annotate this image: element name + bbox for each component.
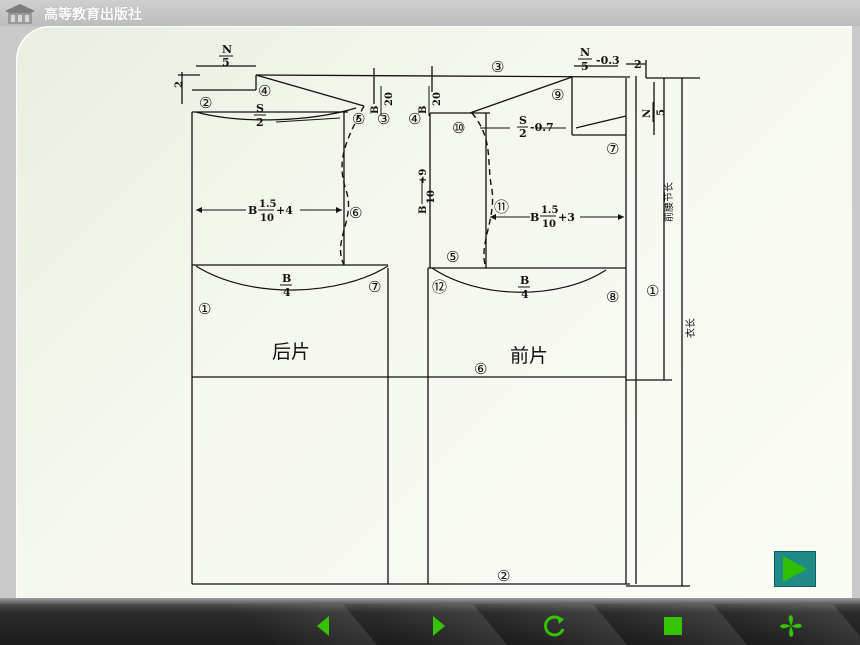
marker-1-right: ① — [646, 282, 659, 300]
label-20-back: 20 — [384, 92, 395, 106]
label-n-front: N — [580, 46, 590, 59]
label-b-back: B — [248, 204, 257, 217]
label-10-mid: 10 — [426, 190, 437, 204]
label-2-front: 2 — [634, 58, 642, 71]
marker-6-back: ⑥ — [349, 204, 362, 222]
label-b20-back: B — [370, 106, 381, 114]
label-2-s-front: 2 — [519, 127, 527, 140]
marker-2-left: ② — [199, 94, 212, 112]
label-plus3: +3 — [558, 211, 575, 224]
label-20-front: 20 — [432, 92, 443, 106]
label-n: N — [222, 43, 232, 56]
label-b4-back: B — [282, 272, 291, 285]
marker-7-front: ⑦ — [606, 140, 619, 158]
next-slide-button[interactable] — [774, 551, 816, 587]
marker-4-front: ④ — [408, 110, 421, 128]
label-b20-front: B — [418, 106, 429, 114]
pattern-diagram: N 5 N 5 -0.3 2 2 S 2 S 2 -0.7 B 1.5 10 +… — [174, 43, 700, 587]
refresh-icon — [544, 615, 565, 637]
play-triangle-icon — [783, 556, 807, 582]
marker-3-top: ③ — [491, 58, 504, 76]
label-s-front: S — [519, 114, 527, 127]
label-2-back: 2 — [174, 81, 185, 88]
label-10-front: 10 — [542, 219, 556, 230]
bottom-toolbar — [0, 598, 860, 645]
marker-8: ⑧ — [606, 288, 619, 306]
label-plus4: +4 — [276, 204, 293, 217]
marker-12: ⑫ — [432, 278, 447, 296]
marker-5-front: ⑤ — [446, 248, 459, 266]
label-5-front: 5 — [581, 60, 589, 73]
marker-6-center: ⑥ — [474, 360, 487, 378]
marker-5-back: ⑤ — [352, 110, 365, 128]
pinwheel-icon — [780, 615, 802, 637]
marker-11: ⑪ — [494, 198, 509, 216]
label-minus-07: -0.7 — [530, 121, 554, 134]
label-n5-right: N — [642, 109, 653, 118]
label-plus9: +9 — [418, 169, 429, 184]
replay-button[interactable] — [540, 612, 570, 640]
panel-back-label: 后片 — [272, 341, 310, 363]
marker-10: ⑩ — [452, 119, 465, 137]
publisher-logo-icon — [5, 4, 35, 24]
label-5-right: 5 — [656, 109, 667, 116]
label-5: 5 — [222, 56, 230, 69]
label-4-back: 4 — [283, 286, 291, 299]
marker-9: ⑨ — [551, 86, 564, 104]
content-board — [16, 26, 852, 598]
marker-1-back: ① — [198, 300, 211, 318]
label-b4-front: B — [520, 274, 529, 287]
label-b-front: B — [530, 211, 539, 224]
stop-square-icon — [664, 617, 682, 635]
marker-3-back: ③ — [377, 110, 390, 128]
prev-button[interactable] — [308, 612, 338, 640]
marker-2-bottom: ② — [497, 567, 510, 585]
label-15-front: 1.5 — [541, 205, 558, 216]
label-minus-03: -0.3 — [596, 54, 620, 67]
panel-front-label: 前片 — [510, 345, 548, 367]
right-triangle-icon — [433, 616, 445, 636]
marker-7-back: ⑦ — [368, 278, 381, 296]
label-b10-mid: B — [418, 206, 429, 214]
label-s: S — [256, 102, 264, 115]
menu-button[interactable] — [776, 612, 806, 640]
label-2-s: 2 — [256, 116, 264, 129]
marker-4-back: ④ — [258, 82, 271, 100]
label-front-waist-length: 前腰节长 — [662, 182, 675, 222]
label-10-back: 10 — [260, 213, 274, 224]
next-button[interactable] — [424, 612, 454, 640]
top-bar: 高等教育出版社 — [0, 0, 860, 26]
label-garment-length: 衣长 — [684, 318, 697, 338]
left-triangle-icon — [317, 616, 329, 636]
stop-button[interactable] — [658, 612, 688, 640]
publisher-name: 高等教育出版社 — [44, 7, 142, 23]
label-4-front: 4 — [521, 288, 529, 301]
label-15-back: 1.5 — [259, 199, 276, 210]
